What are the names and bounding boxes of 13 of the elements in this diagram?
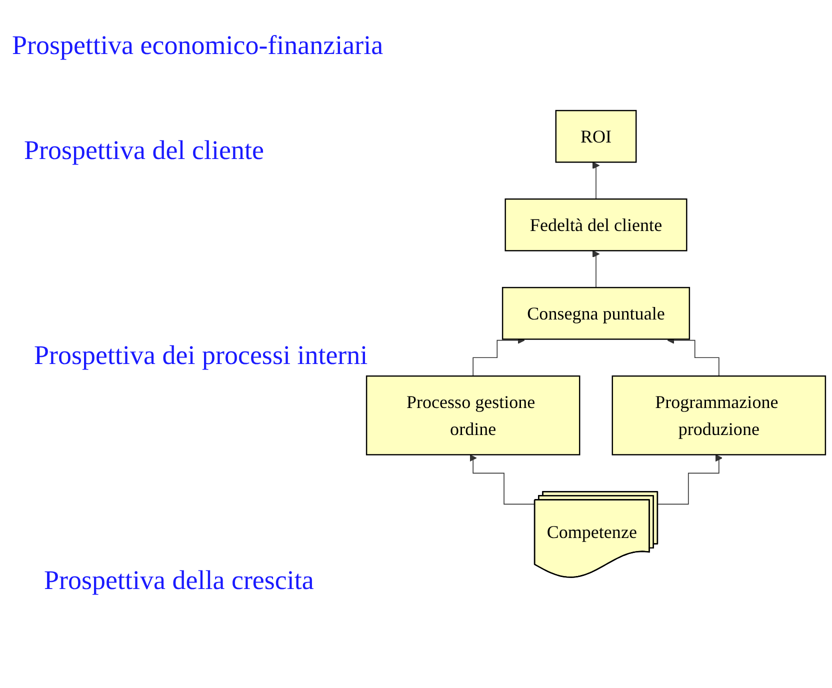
- node-box: Processo gestione ordine: [366, 376, 580, 456]
- perspective-label: Prospettiva del cliente: [24, 135, 264, 166]
- arrow: [469, 454, 536, 505]
- arrow: [592, 162, 600, 200]
- node-box: Consegna puntuale: [502, 287, 690, 340]
- node-box: Fedeltà del cliente: [504, 198, 688, 252]
- arrow: [657, 454, 723, 505]
- node-box: ROI: [555, 110, 637, 163]
- node-box: Programmazione produzione: [612, 376, 826, 456]
- perspective-label: Prospettiva dei processi interni: [34, 340, 368, 371]
- perspective-label: Prospettiva economico-finanziaria: [12, 30, 384, 61]
- perspective-label: Prospettiva della crescita: [44, 565, 314, 596]
- arrow: [592, 250, 600, 288]
